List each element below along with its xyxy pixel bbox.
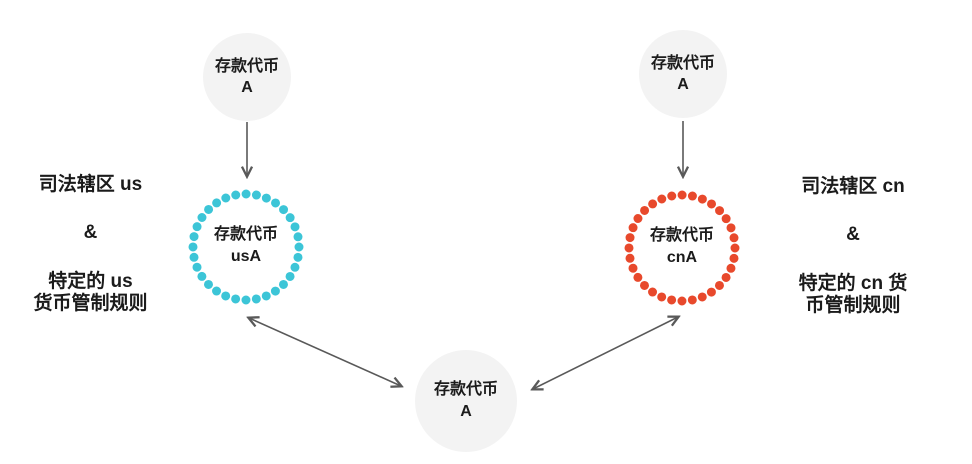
label-jurisdiction-cn: 司法辖区 cn & 特定的 cn 货 币管制规则: [768, 176, 938, 317]
node-label-line2: A: [677, 76, 689, 93]
jurisdiction-us-rules-line1: 特定的 us: [48, 271, 133, 292]
jurisdiction-cn-title: 司法辖区 cn: [801, 176, 905, 197]
node-deposit-token-usa: 存款代币 usA: [191, 224, 301, 268]
node-label-line1: 存款代币: [214, 58, 279, 75]
jurisdiction-us-rules: 特定的 us 货币管制规则: [8, 271, 173, 315]
jurisdiction-cn-ampersand: &: [846, 224, 860, 245]
arrow-us-bridge: [249, 318, 401, 386]
node-label-line1: 存款代币: [433, 381, 498, 398]
node-deposit-token-a-left: 存款代币 A: [203, 33, 291, 121]
node-label-line1: 存款代币: [649, 227, 714, 244]
node-label-line2: A: [460, 403, 472, 420]
node-label-line2: cnA: [666, 249, 698, 266]
jurisdiction-us-ampersand: &: [83, 222, 98, 243]
jurisdiction-cn-rules: 特定的 cn 货 币管制规则: [768, 273, 938, 317]
node-label-line1: 存款代币: [213, 226, 278, 243]
label-jurisdiction-us: 司法辖区 us & 特定的 us 货币管制规则: [8, 174, 173, 315]
node-label-line2: A: [241, 79, 253, 96]
jurisdiction-cn-rules-line1: 特定的 cn 货: [798, 273, 908, 294]
node-deposit-token-a-bottom: 存款代币 A: [415, 350, 517, 452]
cn-dotted-ring: [624, 190, 740, 306]
jurisdiction-cn-rules-line2: 币管制规则: [805, 295, 901, 316]
us-dotted-ring: [188, 189, 304, 305]
node-label-line2: usA: [230, 248, 262, 265]
node-deposit-token-a-right: 存款代币 A: [639, 30, 727, 118]
jurisdiction-us-title: 司法辖区 us: [38, 174, 143, 195]
node-deposit-token-cna: 存款代币 cnA: [627, 225, 737, 269]
node-label-line1: 存款代币: [650, 55, 715, 72]
arrow-cn-bridge: [533, 317, 678, 389]
jurisdiction-us-rules-line2: 货币管制规则: [33, 293, 148, 314]
